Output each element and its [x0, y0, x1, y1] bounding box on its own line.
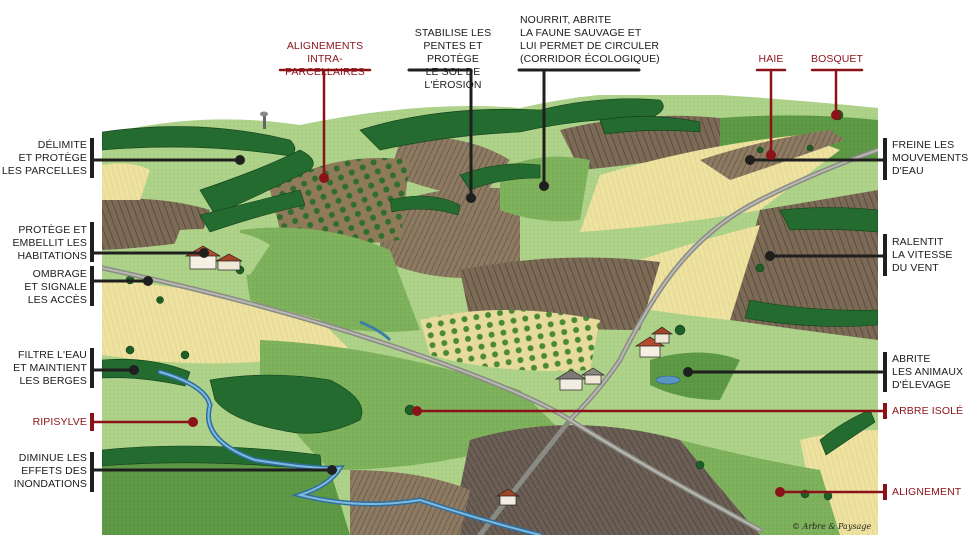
- label-alignement: ALIGNEMENT: [892, 486, 962, 498]
- label-bosquet: BOSQUET: [810, 53, 864, 65]
- label-nourrit: NOURRIT, ABRITE LA FAUNE SAUVAGE ET LUI …: [520, 14, 660, 65]
- label-delimite: DÉLIMITE ET PROTÈGE LES PARCELLES: [1, 139, 87, 177]
- label-abrite: ABRITE LES ANIMAUX D'ÉLEVAGE: [892, 353, 964, 391]
- label-ripisylve: RIPISYLVE: [32, 416, 87, 428]
- label-arbre-isole: ARBRE ISOLÉ: [892, 405, 964, 417]
- label-ombrage: OMBRAGE ET SIGNALE LES ACCÈS: [24, 268, 87, 306]
- label-filtre: FILTRE L'EAU ET MAINTIENT LES BERGES: [13, 349, 87, 387]
- credit-signature: © Arbre & Paysage: [792, 522, 872, 531]
- label-ralentit: RALENTIT LA VITESSE DU VENT: [892, 236, 953, 274]
- label-alignements: ALIGNEMENTS INTRA-PARCELLAIRES: [285, 40, 365, 78]
- label-freine: FREINE LES MOUVEMENTS D'EAU: [892, 139, 969, 177]
- label-protege: PROTÈGE ET EMBELLIT LES HABITATIONS: [12, 224, 87, 262]
- label-diminue: DIMINUE LES EFFETS DES INONDATIONS: [13, 452, 87, 490]
- label-stabilise: STABILISE LES PENTES ET PROTÈGE LE SOL D…: [414, 27, 492, 91]
- label-haie: HAIE: [758, 53, 784, 65]
- farmhouse-icon: [184, 245, 674, 506]
